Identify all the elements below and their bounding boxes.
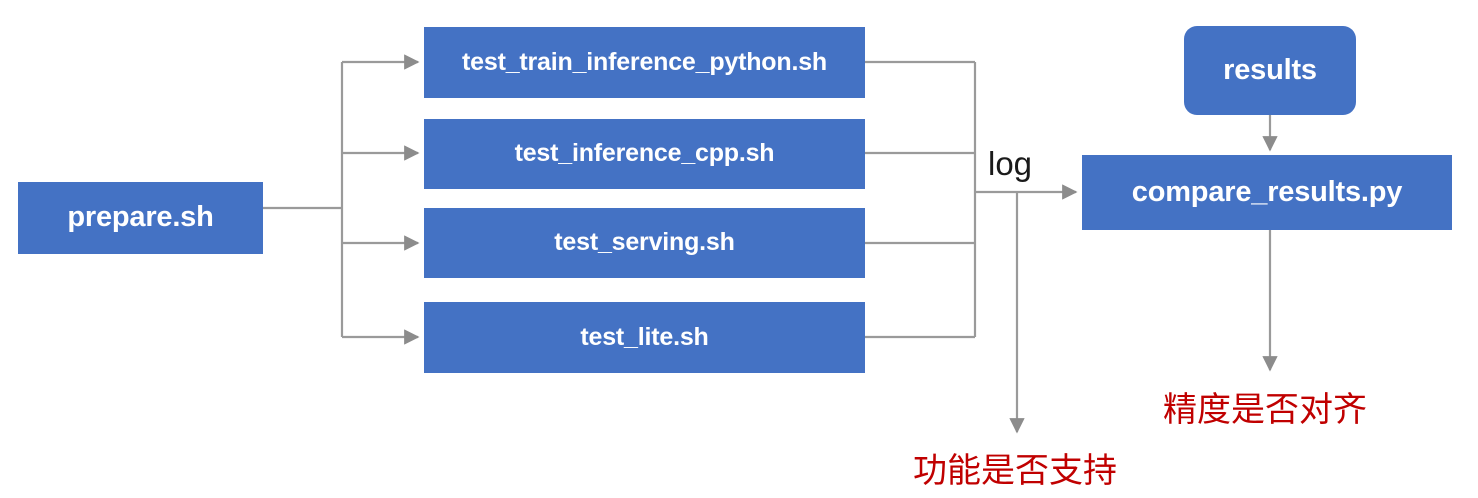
node-prepare-sh[interactable]: prepare.sh [18,182,263,254]
node-test-serving-sh[interactable]: test_serving.sh [424,208,865,278]
node-test-train-inference-python-sh[interactable]: test_train_inference_python.sh [424,27,865,98]
node-test-lite-sh[interactable]: test_lite.sh [424,302,865,373]
node-test-inference-cpp-sh[interactable]: test_inference_cpp.sh [424,119,865,189]
annotation-precision-aligned: 精度是否对齐 [1163,390,1367,430]
node-compare-results-py[interactable]: compare_results.py [1082,155,1452,230]
edge-label-log: log [988,145,1033,182]
node-results[interactable]: results [1184,26,1356,115]
annotation-function-support: 功能是否支持 [913,451,1117,491]
